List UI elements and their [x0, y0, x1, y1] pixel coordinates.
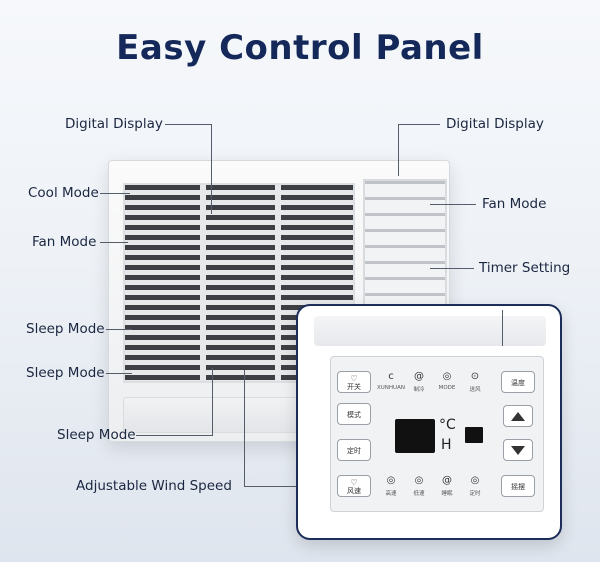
callout-cool-mode: Cool Mode: [28, 185, 99, 201]
callout-timer-setting: Timer Setting: [479, 260, 571, 276]
arrow-up-icon: [511, 411, 525, 421]
control-keypad: ♡ 开关 模式 定时 ♡ 风速 ⅽ XUNHUAN @ 制冷 ◎ MODE ⊙ …: [330, 356, 544, 512]
indicator-label: 睡眠: [441, 491, 453, 497]
leader-line: [211, 124, 212, 214]
leader-line: [106, 329, 132, 330]
hour-symbol: H: [441, 437, 452, 453]
leader-line: [106, 373, 132, 374]
indicator-label: 低速: [413, 491, 425, 497]
leader-line: [136, 435, 213, 436]
mini-display: [465, 427, 483, 443]
leader-line: [398, 124, 440, 125]
temp-up-button[interactable]: [503, 405, 533, 427]
side-vent: [363, 179, 447, 309]
arrow-down-icon: [511, 445, 525, 455]
leader-line: [502, 310, 503, 346]
indicator-icon: ◎: [442, 371, 452, 382]
power-icon: ♡: [350, 374, 358, 383]
indicator-label: 制冷: [413, 387, 425, 393]
callout-fan-mode-left: Fan Mode: [32, 234, 97, 250]
leader-line: [165, 124, 212, 125]
indicator-label: 送风: [469, 387, 481, 393]
callout-adjustable-wind-speed: Adjustable Wind Speed: [76, 478, 232, 494]
indicator-label: 高速: [385, 491, 397, 497]
indicator-label: MODE: [438, 385, 456, 391]
callout-sleep-mode-3: Sleep Mode: [57, 427, 136, 443]
leader-line: [244, 486, 298, 487]
mode-button-label: 模式: [347, 411, 361, 419]
callout-sleep-mode-1: Sleep Mode: [26, 321, 105, 337]
indicator-icon: ◎: [386, 475, 396, 486]
temp-down-button[interactable]: [503, 439, 533, 461]
callout-digital-display-right: Digital Display: [446, 116, 544, 132]
power-button[interactable]: ♡ 开关: [337, 371, 371, 393]
indicator-icon: ◎: [414, 475, 424, 486]
swing-button[interactable]: 摇摆: [501, 475, 535, 497]
celsius-symbol: °C: [439, 417, 456, 433]
leader-line: [100, 242, 128, 243]
leader-line: [244, 370, 245, 487]
leader-line: [212, 368, 213, 436]
indicator-icon: ⅽ: [388, 371, 394, 382]
leader-line: [430, 204, 476, 205]
leader-line: [430, 268, 474, 269]
wifi-icon: ⊙: [470, 371, 480, 382]
timer-button[interactable]: 定时: [337, 439, 371, 461]
indicator-icon: @: [442, 475, 452, 486]
indicator-label: 定时: [469, 491, 481, 497]
page-title: Easy Control Panel: [116, 28, 484, 68]
indicator-icon: ◎: [470, 475, 480, 486]
callout-fan-mode-right: Fan Mode: [482, 196, 547, 212]
power-button-label: 开关: [347, 383, 361, 391]
indicator-label: XUNHUAN: [377, 385, 405, 391]
fan-icon: ♡: [350, 478, 358, 487]
swing-button-label: 摇摆: [511, 483, 525, 491]
panel-top-strip: [314, 316, 546, 346]
leader-line: [398, 124, 399, 176]
indicator-icon: @: [414, 371, 424, 382]
mode-button[interactable]: 模式: [337, 403, 371, 425]
timer-button-label: 定时: [347, 447, 361, 455]
digital-display: [395, 419, 435, 453]
temperature-button[interactable]: 温度: [501, 371, 535, 393]
wind-speed-button[interactable]: ♡ 风速: [337, 475, 371, 497]
air-conditioner-unit: [108, 160, 450, 442]
callout-digital-display-left: Digital Display: [65, 116, 163, 132]
temperature-button-label: 温度: [511, 379, 525, 387]
wind-speed-button-label: 风速: [347, 487, 361, 495]
leader-line: [100, 193, 130, 194]
callout-sleep-mode-2: Sleep Mode: [26, 365, 105, 381]
control-panel-closeup: ♡ 开关 模式 定时 ♡ 风速 ⅽ XUNHUAN @ 制冷 ◎ MODE ⊙ …: [296, 304, 562, 540]
